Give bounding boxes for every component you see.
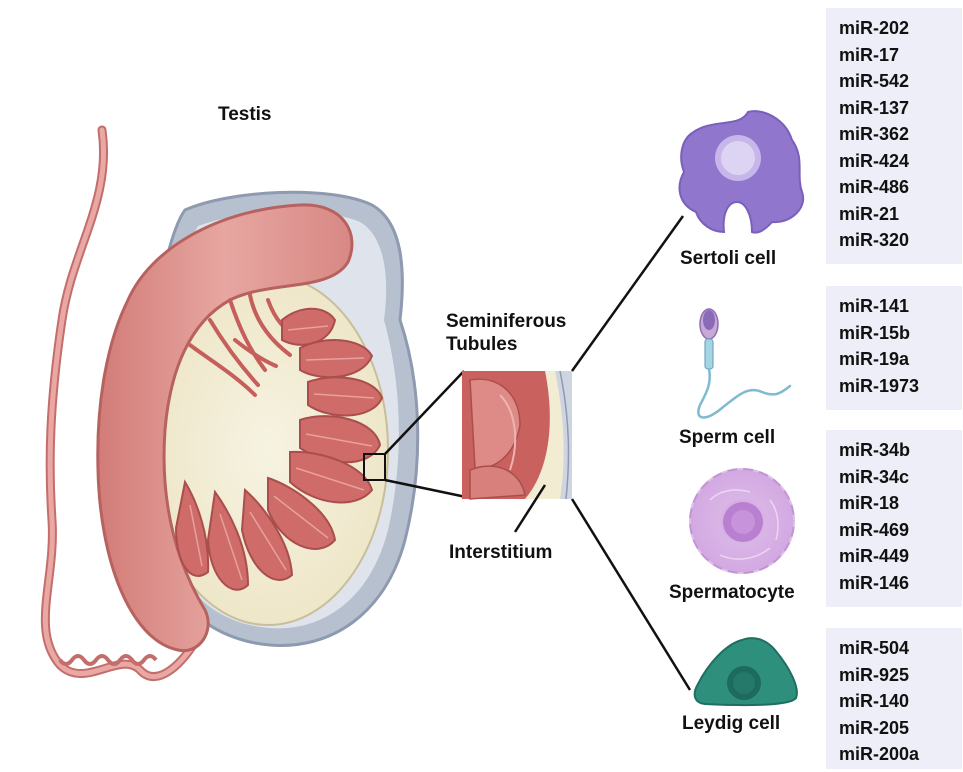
mirna-item: miR-542: [839, 68, 962, 95]
label-seminiferous-line1: Seminiferous: [446, 310, 566, 333]
label-leydig-cell: Leydig cell: [682, 713, 780, 735]
label-seminiferous-line2: Tubules: [446, 333, 566, 356]
mirna-item: miR-18: [839, 490, 962, 517]
mirna-item: miR-449: [839, 543, 962, 570]
leydig-cell-illustration: [695, 638, 797, 705]
mirna-item: miR-34c: [839, 464, 962, 491]
label-seminiferous-tubules: Seminiferous Tubules: [446, 310, 566, 356]
label-interstitium: Interstitium: [449, 542, 552, 564]
mirna-item: miR-504: [839, 635, 962, 662]
connector-sertoli: [572, 216, 683, 371]
sertoli-cell-illustration: [680, 111, 804, 232]
mirna-item: miR-17: [839, 42, 962, 69]
mirna-item: miR-1973: [839, 373, 962, 400]
spermatocyte-illustration: [690, 469, 794, 573]
mirna-item: miR-925: [839, 662, 962, 689]
zoom-inset: [462, 371, 572, 499]
mirna-item: miR-469: [839, 517, 962, 544]
label-testis: Testis: [218, 104, 272, 126]
mirna-item: miR-137: [839, 95, 962, 122]
mirna-item: miR-320: [839, 227, 962, 254]
mirna-item: miR-205: [839, 715, 962, 742]
label-sertoli-cell: Sertoli cell: [680, 248, 776, 270]
mirna-item: miR-21: [839, 201, 962, 228]
mirna-item: miR-424: [839, 148, 962, 175]
mirna-item: miR-202: [839, 15, 962, 42]
mirna-item: miR-19a: [839, 346, 962, 373]
label-spermatocyte: Spermatocyte: [669, 582, 795, 604]
mirna-item: miR-140: [839, 688, 962, 715]
mirna-item: miR-15b: [839, 320, 962, 347]
mirna-item: miR-200a: [839, 741, 962, 768]
mirna-item: miR-362: [839, 121, 962, 148]
label-sperm-cell: Sperm cell: [679, 427, 775, 449]
mirna-item: miR-146: [839, 570, 962, 597]
mirna-item: miR-486: [839, 174, 962, 201]
sperm-cell-illustration: [698, 309, 790, 417]
mirna-item: miR-141: [839, 293, 962, 320]
mirna-item: miR-34b: [839, 437, 962, 464]
